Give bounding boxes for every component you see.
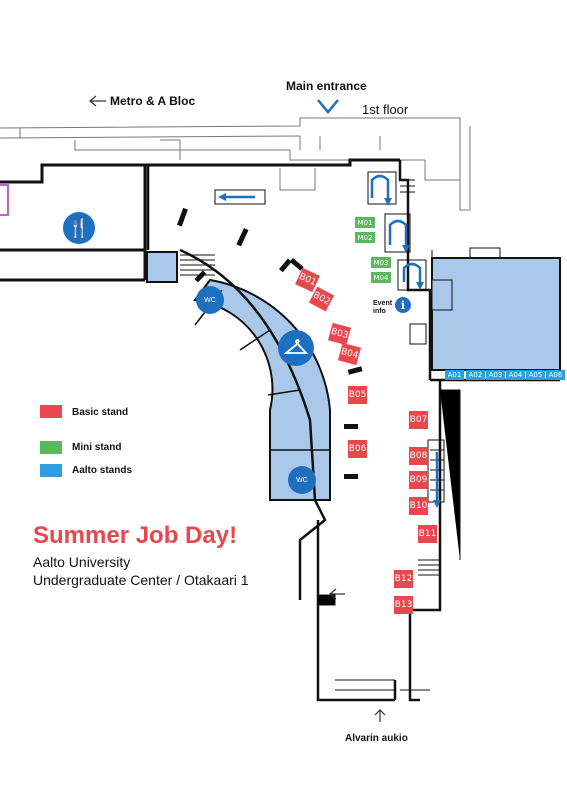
event-title: Summer Job Day! [33,522,238,549]
hanger-shape [284,339,308,354]
main-entrance-label: Main entrance [286,79,367,93]
legend-label-mini: Mini stand [72,442,122,453]
basic-stand[interactable]: B07 [409,411,428,429]
aalto-stand[interactable]: A04 [506,370,525,380]
basic-stand[interactable]: B13 [394,596,413,614]
mini-stand[interactable]: M03 [371,257,391,268]
legend-label-aalto: Aalto stands [72,465,133,476]
aalto-stand[interactable]: A03 [486,370,505,380]
alvarin-label: Alvarin aukio [345,733,408,744]
basic-stand[interactable]: B08 [409,447,428,465]
legend-swatch-basic [40,405,62,418]
event-info-label: Event info [373,300,392,316]
basic-stand[interactable]: B05 [348,386,367,404]
wc-text-2: WC [296,476,308,484]
wardrobe-icon [278,330,314,366]
legend-swatch-mini [40,441,62,454]
event-info-line1: Event [373,300,393,307]
basic-stand[interactable]: B11 [418,525,437,543]
basic-stand[interactable]: B10 [409,497,428,515]
event-line1: Aalto University [33,554,131,570]
metro-label: Metro & A Bloc [110,94,196,108]
legend-label-basic: Basic stand [72,407,129,418]
wc-icon: WC [288,466,316,494]
aalto-stand[interactable]: A02 [466,370,485,380]
event-line2: Undergraduate Center / Otakaari 1 [33,572,249,588]
basic-stand[interactable]: B06 [348,440,367,458]
legend-swatch-aalto [40,464,62,477]
mini-stand[interactable]: M01 [355,217,375,228]
aalto-stand[interactable]: A01 [445,370,464,380]
mini-stand[interactable]: M02 [355,232,375,243]
aalto-stand[interactable]: A05 [526,370,545,380]
floor-label: 1st floor [362,102,409,117]
basic-stand[interactable]: B12 [394,570,413,588]
restaurant-icon: 🍴 [63,212,95,244]
wc-icon: WC [196,286,224,314]
basic-stand[interactable]: B09 [409,471,428,489]
mini-stand[interactable]: M04 [371,272,391,283]
aalto-stand[interactable]: A06 [546,370,565,380]
info-icon: i [395,297,411,313]
event-info-line2: info [373,308,386,315]
wc-text: WC [204,296,216,304]
